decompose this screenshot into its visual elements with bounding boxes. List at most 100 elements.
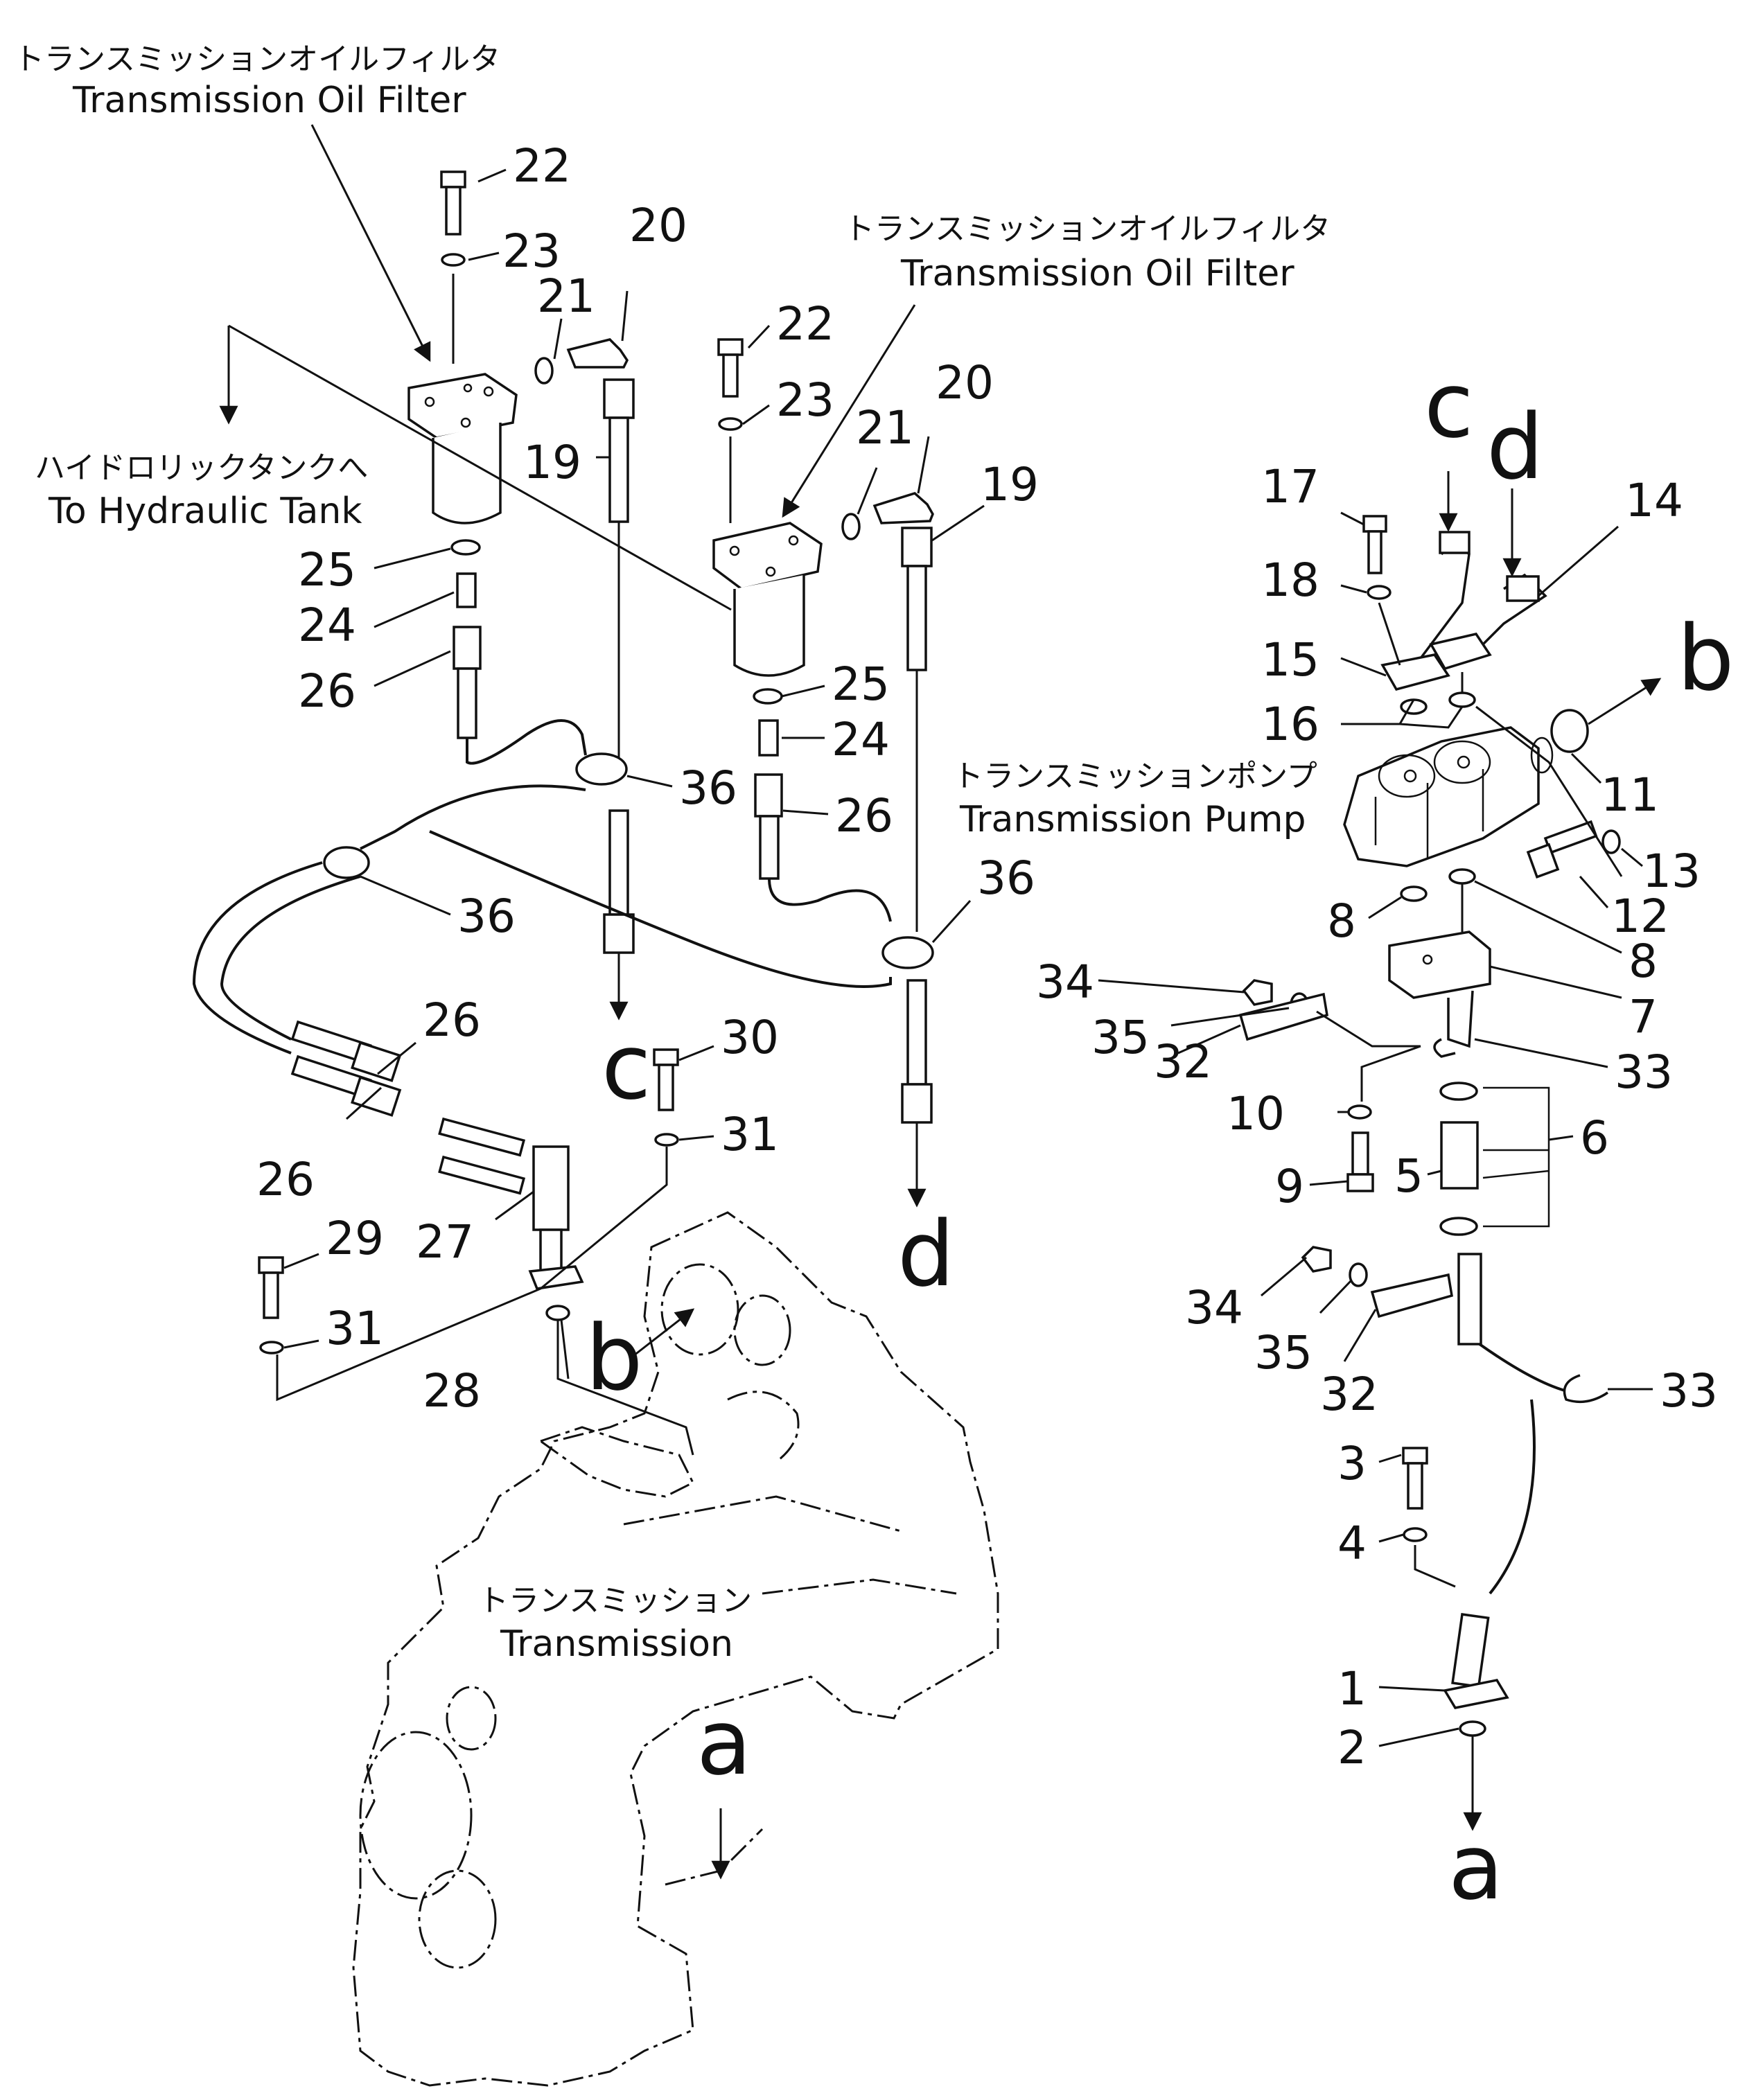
part-number: 19: [523, 436, 581, 489]
bolt-17-head: [1362, 515, 1387, 533]
hose-middle-loop: [768, 878, 892, 922]
hose-19b-lower: [906, 979, 927, 1086]
washer-23: [441, 253, 466, 267]
part-number: 20: [936, 356, 994, 409]
part-number: 10: [1227, 1087, 1285, 1140]
part-number: 1: [1337, 1662, 1367, 1715]
bolt-9-head: [1346, 1173, 1374, 1192]
manifold-block-27: [438, 1117, 584, 1290]
connection-letters: c d c d b b a a: [586, 353, 1735, 1920]
washer-18: [1367, 585, 1392, 600]
part-number: 20: [629, 199, 687, 252]
bolt-29-shank: [263, 1271, 279, 1319]
part-number: 18: [1261, 554, 1319, 607]
part-number: 5: [1394, 1149, 1423, 1203]
part-number: 22: [513, 139, 571, 193]
washer-4: [1403, 1527, 1428, 1542]
part-number: 22: [776, 297, 834, 351]
bolt-3-head: [1402, 1447, 1428, 1465]
connection-letter-d-in: d: [1486, 394, 1544, 500]
part-number: 24: [298, 599, 356, 652]
o-ring-28: [545, 1305, 570, 1321]
transmission-oil-filter-left: [407, 170, 635, 954]
bolt-30-shank: [658, 1064, 674, 1111]
connection-letter-d: d: [897, 1201, 955, 1307]
o-ring-2: [1459, 1720, 1486, 1737]
bolt-22-shank: [445, 186, 462, 236]
caption-transmission-jp: トランスミッション: [478, 1583, 752, 1618]
part-number-labels: 22 23 20 21 19 25 24 26 36 22 23 20 21 1…: [256, 139, 1718, 1774]
connector-24b: [758, 719, 779, 757]
part-number: 17: [1261, 460, 1319, 513]
hose-19b-lower-fitting: [901, 1083, 933, 1124]
clamp-36-c: [881, 936, 934, 969]
o-ring-25: [450, 539, 481, 556]
part-number: 21: [856, 401, 914, 455]
part-number: 31: [721, 1108, 779, 1161]
hose-5: [1440, 1121, 1479, 1190]
o-ring-25b: [753, 688, 783, 705]
caption-pump-en: Transmission Pump: [959, 799, 1306, 840]
caption-transmission-en: Transmission: [500, 1623, 733, 1665]
part-number: 26: [256, 1153, 315, 1206]
part-number: 4: [1337, 1517, 1367, 1570]
tube-1-long: [1489, 1399, 1536, 1595]
part-number: 29: [326, 1212, 384, 1265]
hose-to-clamp: [360, 784, 586, 850]
filter-element: [432, 423, 502, 524]
elbow-20b: [872, 492, 934, 524]
hose-fitting-26: [453, 626, 482, 670]
hose-nut-26d: [351, 1075, 402, 1117]
connection-letter-a-down: a: [1448, 1815, 1504, 1920]
hose-loop-left: [192, 861, 323, 1055]
part-number: 33: [1660, 1364, 1718, 1418]
part-number: 25: [298, 543, 356, 597]
elbow-20: [566, 338, 629, 369]
o-ring-16b: [1448, 691, 1476, 708]
o-ring-8b: [1448, 868, 1476, 885]
filter-head-2: [712, 522, 823, 590]
flange-1: [1443, 1679, 1509, 1709]
clamp-36-a: [575, 752, 628, 786]
part-number: 32: [1154, 1035, 1212, 1088]
caption-filter-left-en: Transmission Oil Filter: [72, 80, 466, 121]
part-number: 36: [679, 761, 737, 815]
filter-head: [407, 373, 518, 439]
bolt-29-head: [258, 1256, 284, 1274]
connection-letter-a-trans: a: [696, 1690, 752, 1795]
bracket-32b: [1370, 1273, 1453, 1318]
part-number: 35: [1254, 1326, 1313, 1379]
washer-31: [654, 1133, 679, 1147]
part-number: 26: [298, 664, 356, 718]
part-number: 27: [416, 1215, 474, 1269]
hose-19-fitting: [603, 378, 635, 419]
part-number: 2: [1337, 1721, 1367, 1774]
transmission-housing: [352, 1211, 999, 2087]
bolt-3-shank: [1407, 1462, 1423, 1510]
adapter-7-spout: [1447, 990, 1474, 1048]
part-number: 3: [1337, 1437, 1367, 1490]
nut-34a: [1242, 979, 1273, 1006]
o-ring-8a: [1400, 885, 1428, 902]
part-number: 6: [1580, 1111, 1609, 1165]
bolt-22b-shank: [722, 353, 739, 398]
pipe-15-fitting: [1439, 531, 1471, 554]
pipe-14-fitting: [1506, 575, 1540, 602]
part-number: 34: [1185, 1281, 1243, 1334]
hose-nut-26c: [351, 1041, 402, 1082]
part-number: 13: [1642, 845, 1701, 898]
part-number: 23: [502, 224, 561, 278]
clamp-6-top: [1439, 1082, 1478, 1101]
clip-33a: [1433, 1038, 1456, 1058]
part-number: 31: [326, 1302, 384, 1355]
hose-loop-left-2: [220, 875, 361, 1041]
part-number: 16: [1261, 698, 1319, 751]
part-number: 33: [1615, 1045, 1673, 1099]
washer-31b: [259, 1341, 284, 1355]
part-number: 30: [721, 1011, 779, 1064]
bracket-32a: [1238, 992, 1328, 1041]
caption-tank-en: To Hydraulic Tank: [48, 491, 362, 532]
bolt-22-head: [440, 170, 466, 188]
hose-left-loop: [466, 719, 587, 765]
